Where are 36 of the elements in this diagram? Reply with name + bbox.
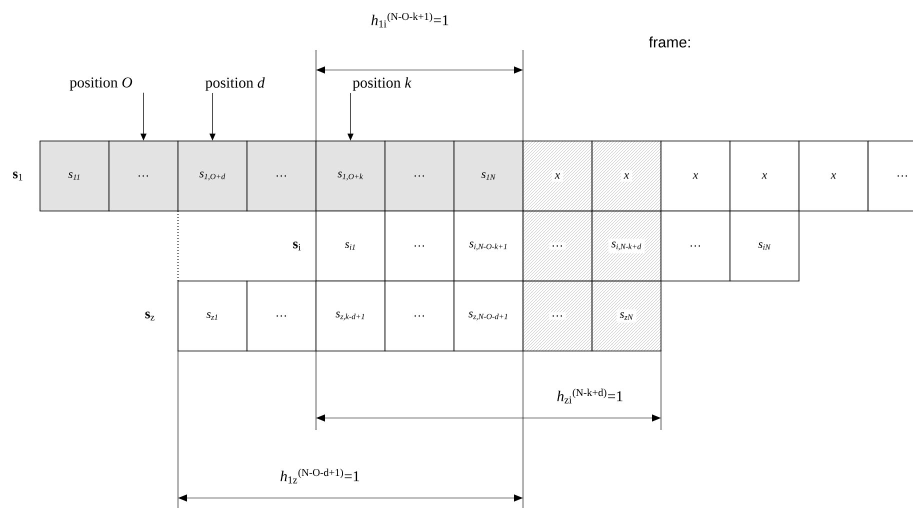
table-cell: …: [384, 280, 454, 352]
dimension-label: h$_{1i}$$^{(N-O-k+1)}$=1: [370, 12, 450, 28]
table-cell: s$_{1N}$: [454, 140, 524, 212]
hatched-cell: s$_{zN}$: [592, 280, 662, 352]
table-cell: s$_{1,O+k}$: [316, 140, 386, 212]
frame-label: frame:: [648, 36, 692, 48]
table-cell: x: [730, 140, 800, 212]
dimension-label: h$_{1z}$$^{(N-O-d+1)}$=1: [279, 468, 361, 484]
row-label: s$_{i}$: [292, 240, 302, 252]
table-cell: x: [660, 140, 730, 212]
row-label: s$_{z}$: [144, 310, 156, 322]
table-cell: …: [384, 210, 454, 282]
table-cell: s$_{i1}$: [316, 210, 386, 282]
hatched-cell: …: [522, 210, 592, 282]
table-cell: x: [798, 140, 868, 212]
position-label: position d: [205, 77, 265, 91]
row-label: s$_{1}$: [12, 170, 24, 182]
table-cell: …: [108, 140, 178, 212]
dimension-label: h$_{zi}$$^{(N-k+d)}$=1: [556, 388, 624, 404]
table-cell: s$_{i,N-O-k+1}$: [454, 210, 524, 282]
hatched-cell: x: [522, 140, 592, 212]
table-cell: s$_{z,N-O-d+1}$: [454, 280, 524, 352]
position-label: position k: [352, 77, 412, 91]
table-cell: …: [384, 140, 454, 212]
hatched-cell: s$_{i,N-k+d}$: [592, 210, 662, 282]
table-cell: …: [246, 140, 316, 212]
table-cell: …: [868, 140, 913, 212]
table-cell: …: [660, 210, 730, 282]
table-cell: s$_{z,k-d+1}$: [316, 280, 386, 352]
hatched-cell: …: [522, 280, 592, 352]
table-cell: s$_{iN}$: [730, 210, 800, 282]
position-label: position O: [70, 77, 132, 91]
table-cell: …: [246, 280, 316, 352]
table-cell: s$_{11}$: [40, 140, 110, 212]
table-cell: s$_{z1}$: [178, 280, 248, 352]
table-cell: s$_{1,O+d}$: [178, 140, 248, 212]
